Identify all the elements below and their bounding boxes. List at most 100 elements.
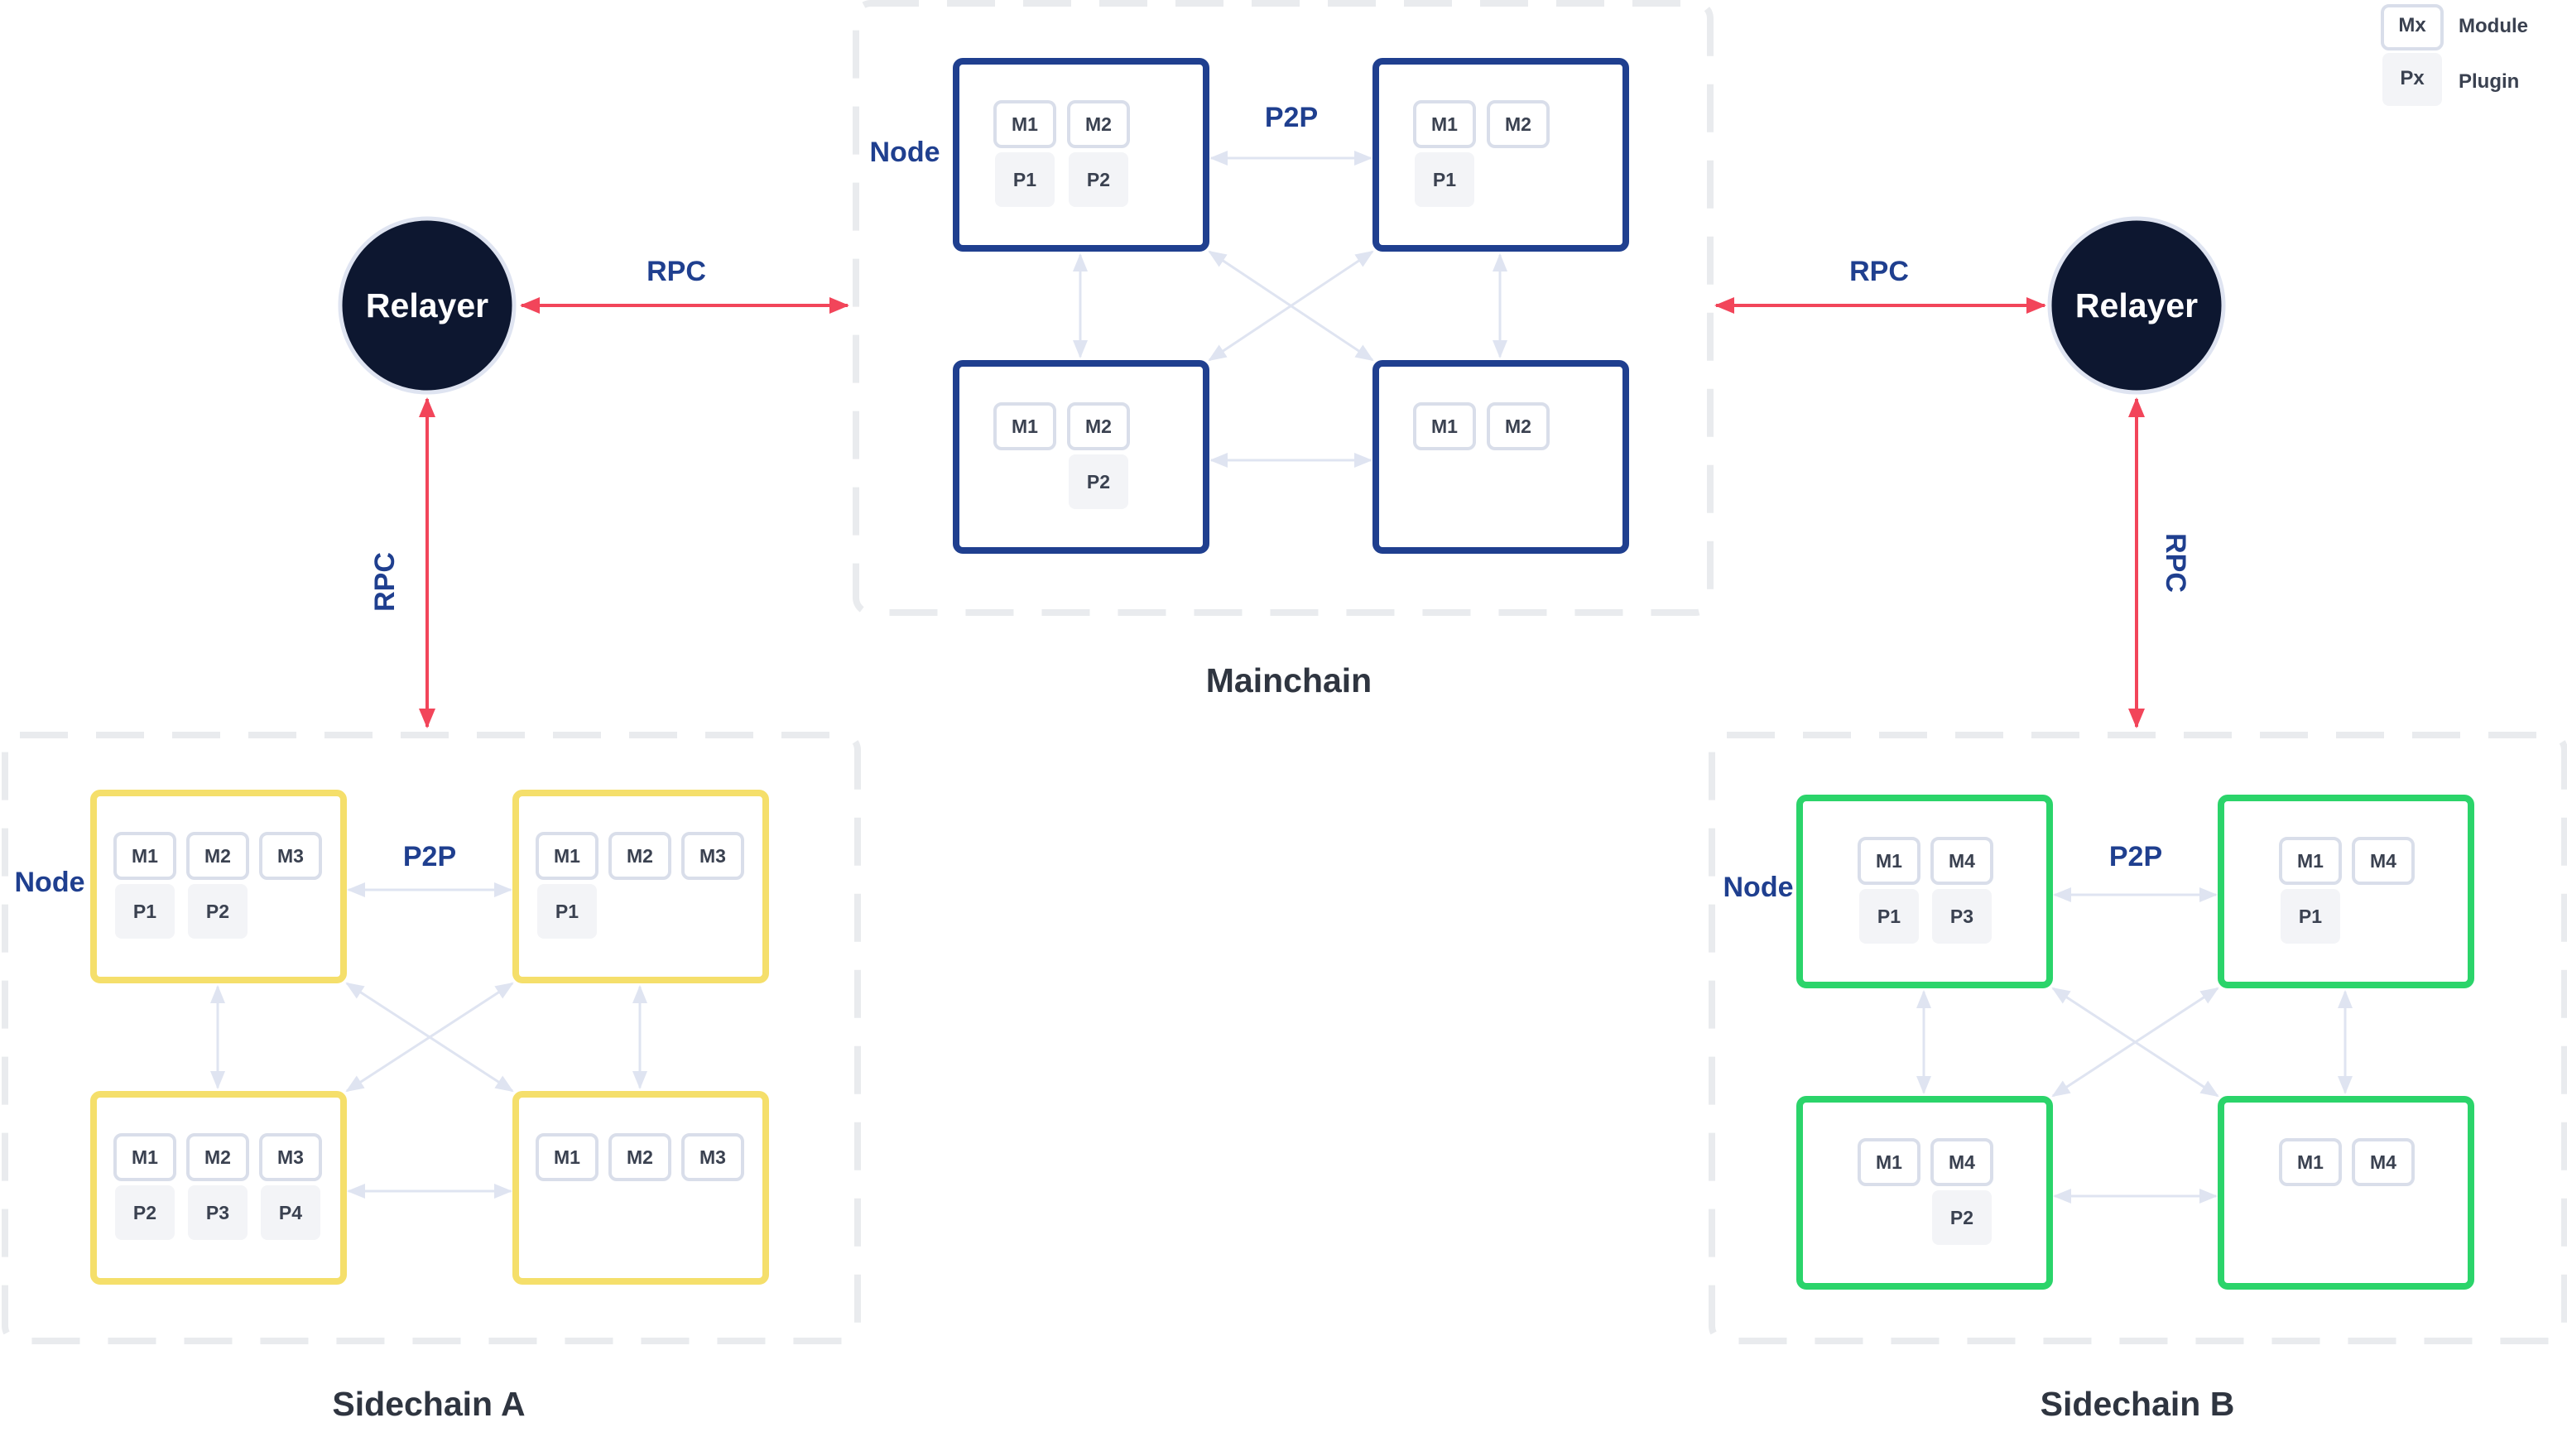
node-border (512, 1091, 769, 1285)
plugin-chip (115, 1185, 175, 1240)
p2p-label: P2P (1265, 102, 1318, 133)
module-chip (259, 1133, 322, 1181)
module-chip (186, 1133, 249, 1181)
module-chip (2352, 1138, 2415, 1186)
cluster-region-border (1709, 732, 2567, 1344)
module-chip (2279, 1138, 2342, 1186)
module-chip (2352, 837, 2415, 885)
module-chip-label: M1 (132, 1146, 158, 1168)
relayer-right-circle (2047, 216, 2226, 395)
module-chip (113, 1133, 176, 1181)
module-chip (681, 1133, 744, 1181)
legend-plugin-key: Px (2400, 67, 2425, 89)
module-chip-label: M2 (627, 1146, 653, 1168)
node-border (2218, 1096, 2474, 1290)
p2p-connection (345, 982, 514, 1093)
plugin-chip-label: P1 (1433, 169, 1456, 190)
module-chip-label: M2 (627, 845, 653, 867)
rpc-connections: RPC RPC RPC RPC (369, 256, 2191, 728)
module-chip (259, 832, 322, 880)
module-chip-label: M3 (699, 1146, 726, 1168)
plugin-chip-label: P1 (555, 901, 579, 922)
plugin-chip (115, 884, 175, 939)
relayer-left-label: Relayer (366, 286, 488, 324)
module-chip (1487, 100, 1550, 148)
module-chip-label: M2 (204, 1146, 231, 1168)
module-chip-label: M3 (277, 845, 304, 867)
module-chip-label: M1 (1876, 1151, 1902, 1173)
module-chip-label: M4 (1949, 1151, 1975, 1173)
module-chip-label: M1 (2297, 850, 2324, 872)
module-chip-label: M1 (1012, 416, 1038, 437)
relayer-left: Relayer (338, 216, 517, 395)
relayer-left-circle (338, 216, 517, 395)
p2p-label: P2P (2109, 841, 2162, 872)
module-chip-label: M2 (1505, 113, 1531, 135)
cluster-title: Mainchain (1206, 661, 1372, 699)
module-chip (186, 832, 249, 880)
plugin-chip (1069, 454, 1128, 509)
plugin-chip-label: P3 (206, 1202, 229, 1223)
module-chip (608, 1133, 671, 1181)
node-label: Node (15, 867, 85, 898)
p2p-connection (1208, 250, 1374, 362)
plugin-chip (1859, 889, 1919, 944)
node-box: M1 M4 (2218, 1096, 2474, 1290)
module-chip (1930, 837, 1993, 885)
plugin-chip-label: P2 (206, 901, 229, 922)
plugin-chip-label: P2 (1950, 1207, 1973, 1228)
plugin-chip-label: P2 (133, 1202, 156, 1223)
legend-plugin-chip (2382, 53, 2442, 106)
node-label: Node (870, 137, 940, 168)
legend-plugin-label: Plugin (2459, 70, 2519, 93)
module-chip (1067, 402, 1130, 450)
module-chip-label: M1 (1876, 850, 1902, 872)
plugin-chip-label: P1 (1013, 169, 1036, 190)
rpc-label-left-vertical: RPC (369, 552, 401, 612)
node-border (1372, 360, 1629, 554)
plugin-chip (188, 1185, 248, 1240)
plugin-chip (995, 152, 1055, 207)
module-chip (993, 402, 1056, 450)
module-chip (1487, 402, 1550, 450)
module-chip (993, 100, 1056, 148)
module-chip (1413, 100, 1476, 148)
plugin-chip-label: P3 (1950, 906, 1973, 927)
cluster-region-border (2, 732, 861, 1344)
module-chip-label: M1 (132, 845, 158, 867)
plugin-chip (537, 884, 597, 939)
module-chip-label: M2 (1085, 416, 1112, 437)
module-chip-label: M1 (1431, 113, 1458, 135)
p2p-connection (2051, 987, 2219, 1098)
plugin-chip-label: P2 (1087, 471, 1110, 493)
plugin-chip-label: P1 (133, 901, 156, 922)
node-border (2218, 795, 2474, 988)
module-chip (113, 832, 176, 880)
module-chip-label: M4 (2370, 1151, 2396, 1173)
cluster-region-border (853, 0, 1714, 616)
rpc-label-left-horizontal: RPC (647, 256, 706, 287)
node-border (1796, 795, 2053, 988)
plugin-chip-label: P4 (279, 1202, 302, 1223)
legend-module-chip (2381, 4, 2444, 50)
module-chip-label: M1 (554, 845, 580, 867)
module-chip-label: M1 (2297, 1151, 2324, 1173)
rpc-label-right-vertical: RPC (2160, 533, 2191, 593)
p2p-label: P2P (403, 841, 456, 872)
module-chip-label: M2 (204, 845, 231, 867)
cluster-title: Sidechain B (2041, 1385, 2235, 1423)
plugin-chip (261, 1185, 320, 1240)
module-chip-label: M4 (1949, 850, 1975, 872)
module-chip-label: M3 (277, 1146, 304, 1168)
module-chip-label: M2 (1505, 416, 1531, 437)
plugin-chip (1932, 1190, 1992, 1245)
